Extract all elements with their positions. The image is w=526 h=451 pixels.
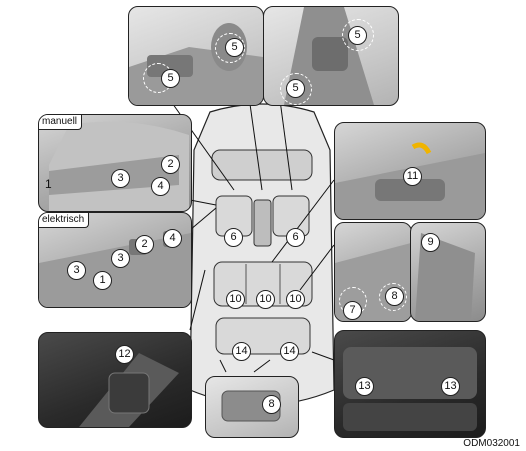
center-console-right-panel: 5 5	[263, 6, 399, 106]
door-switch-panel: 12	[38, 332, 192, 428]
highlight-ring	[379, 283, 407, 311]
callout-3: 3	[67, 261, 86, 280]
callout-5: 5	[161, 69, 180, 88]
callout-8: 8	[385, 287, 404, 306]
callout-14: 14	[232, 342, 251, 361]
callout-2: 2	[135, 235, 154, 254]
callout-7: 7	[343, 301, 362, 320]
callout-11: 11	[403, 167, 422, 186]
highlight-ring	[280, 73, 312, 105]
callout-12: 12	[115, 345, 134, 364]
callout-5: 5	[286, 79, 305, 98]
callout-13: 13	[355, 377, 374, 396]
callout-10: 10	[286, 290, 305, 309]
callout-6: 6	[286, 228, 305, 247]
electric-seat-adjustment-panel: elektrisch 2 4 3 3 1	[38, 212, 192, 308]
callout-8: 8	[262, 395, 281, 414]
callout-9: 9	[421, 233, 440, 252]
callout-5: 5	[348, 26, 367, 45]
callout-10: 10	[256, 290, 275, 309]
cargo-area-panel: 13 13	[334, 330, 486, 438]
armrest-panel: 11	[334, 122, 486, 220]
callout-4: 4	[151, 177, 170, 196]
callout-3: 3	[111, 169, 130, 188]
callout-14: 14	[280, 342, 299, 361]
armrest-illustration	[335, 142, 485, 219]
center-console-left-panel: 5 5	[128, 6, 264, 106]
rear-seat-side-illustration	[415, 233, 475, 321]
manual-seat-adjustment-panel: manuell 3 2 4 1	[38, 114, 192, 212]
callout-3: 3	[111, 249, 130, 268]
highlight-ring	[215, 33, 245, 63]
door-switch-illustration	[79, 353, 179, 427]
callout-5: 5	[225, 38, 244, 57]
manual-label: manuell	[39, 115, 83, 130]
callout-6: 6	[224, 228, 243, 247]
rear-seat-right-panel: 9	[410, 222, 486, 322]
callout-2: 2	[161, 155, 180, 174]
rear-switch-illustration	[221, 390, 281, 422]
callout-13: 13	[441, 377, 460, 396]
highlight-ring	[342, 19, 374, 51]
callout-1: 1	[93, 271, 112, 290]
figure-code: ODM032001	[463, 438, 520, 449]
callout-10: 10	[226, 290, 245, 309]
rear-seat-left-panel: 7 8	[334, 222, 412, 322]
electric-label: elektrisch	[39, 213, 90, 228]
rear-switch-panel: 8	[205, 376, 299, 438]
callout-4: 4	[163, 229, 182, 248]
callout-1-plain: 1	[45, 177, 52, 191]
